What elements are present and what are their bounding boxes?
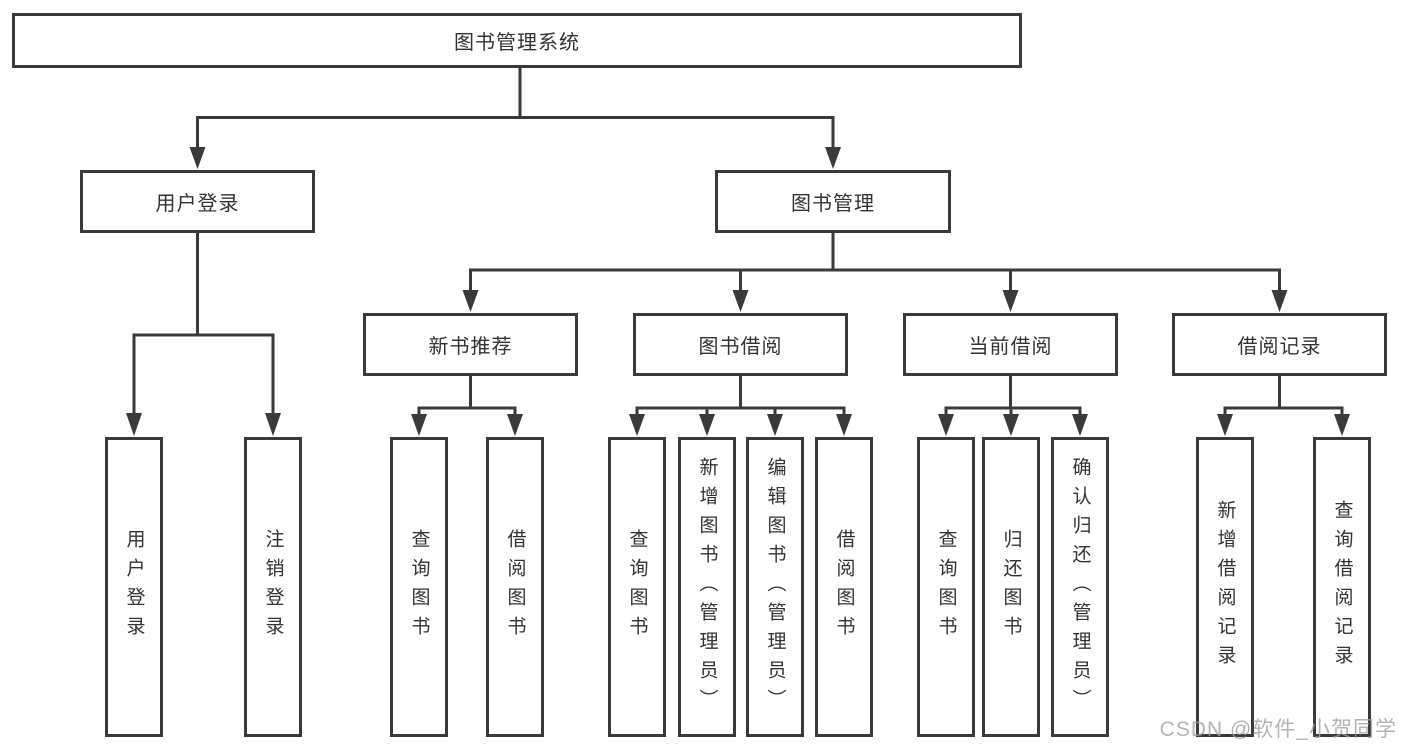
leaf-borrow-add: 新增图书（管理员） <box>678 437 736 737</box>
leaf-newbook-borrow: 借阅图书 <box>486 437 544 737</box>
connector-user-login-to-leaves <box>126 231 281 436</box>
leaf-borrow-query: 查询图书 <box>608 437 666 737</box>
node-root: 图书管理系统 <box>12 13 1022 68</box>
node-borrow-record-label: 借阅记录 <box>1237 336 1322 358</box>
node-book-management: 图书管理 <box>715 170 951 233</box>
leaf-record-add: 新增借阅记录 <box>1196 437 1254 737</box>
node-user-login: 用户登录 <box>80 170 315 233</box>
leaf-borrow-borrow: 借阅图书 <box>815 437 873 737</box>
node-new-book-recommend-label: 新书推荐 <box>428 336 513 358</box>
node-current-borrow: 当前借阅 <box>903 313 1118 376</box>
node-book-borrow-label: 图书借阅 <box>698 336 783 358</box>
watermark-text: CSDN @软件_小贺同学 <box>1159 718 1397 741</box>
connector-root-to-level2 <box>189 66 841 169</box>
leaf-record-query: 查询借阅记录 <box>1313 437 1371 737</box>
leaf-record-add-label: 新增借阅记录 <box>1214 500 1236 674</box>
connector-current-borrow-to-leaves <box>938 374 1088 436</box>
node-borrow-record: 借阅记录 <box>1172 313 1387 376</box>
leaf-current-return-label: 归还图书 <box>1000 529 1022 645</box>
node-root-label: 图书管理系统 <box>454 32 580 54</box>
connector-new-book-to-leaves <box>411 374 523 436</box>
leaf-current-query-label: 查询图书 <box>935 529 957 645</box>
node-book-management-label: 图书管理 <box>791 193 875 215</box>
node-current-borrow-label: 当前借阅 <box>968 336 1053 358</box>
leaf-borrow-query-label: 查询图书 <box>626 529 648 645</box>
leaf-borrow-edit-label: 编辑图书（管理员） <box>764 456 786 718</box>
leaf-current-confirm-label: 确认归还（管理员） <box>1069 456 1091 718</box>
leaf-logout: 注销登录 <box>244 437 302 737</box>
leaf-current-return: 归还图书 <box>982 437 1040 737</box>
connector-book-borrow-to-leaves <box>629 374 852 436</box>
leaf-borrow-add-label: 新增图书（管理员） <box>696 456 718 718</box>
leaf-newbook-query-label: 查询图书 <box>408 529 430 645</box>
connector-book-mgmt-to-level3 <box>462 231 1288 312</box>
leaf-user-login: 用户登录 <box>105 437 163 737</box>
node-new-book-recommend: 新书推荐 <box>363 313 578 376</box>
leaf-borrow-edit: 编辑图书（管理员） <box>746 437 804 737</box>
leaf-current-confirm: 确认归还（管理员） <box>1051 437 1109 737</box>
leaf-newbook-borrow-label: 借阅图书 <box>504 529 526 645</box>
leaf-user-login-label: 用户登录 <box>123 529 145 645</box>
leaf-record-query-label: 查询借阅记录 <box>1331 500 1353 674</box>
leaf-newbook-query: 查询图书 <box>390 437 448 737</box>
connector-borrow-record-to-leaves <box>1217 374 1350 436</box>
leaf-current-query: 查询图书 <box>917 437 975 737</box>
leaf-logout-label: 注销登录 <box>262 529 284 645</box>
leaf-borrow-borrow-label: 借阅图书 <box>833 529 855 645</box>
node-book-borrow: 图书借阅 <box>633 313 848 376</box>
node-user-login-label: 用户登录 <box>155 193 240 215</box>
